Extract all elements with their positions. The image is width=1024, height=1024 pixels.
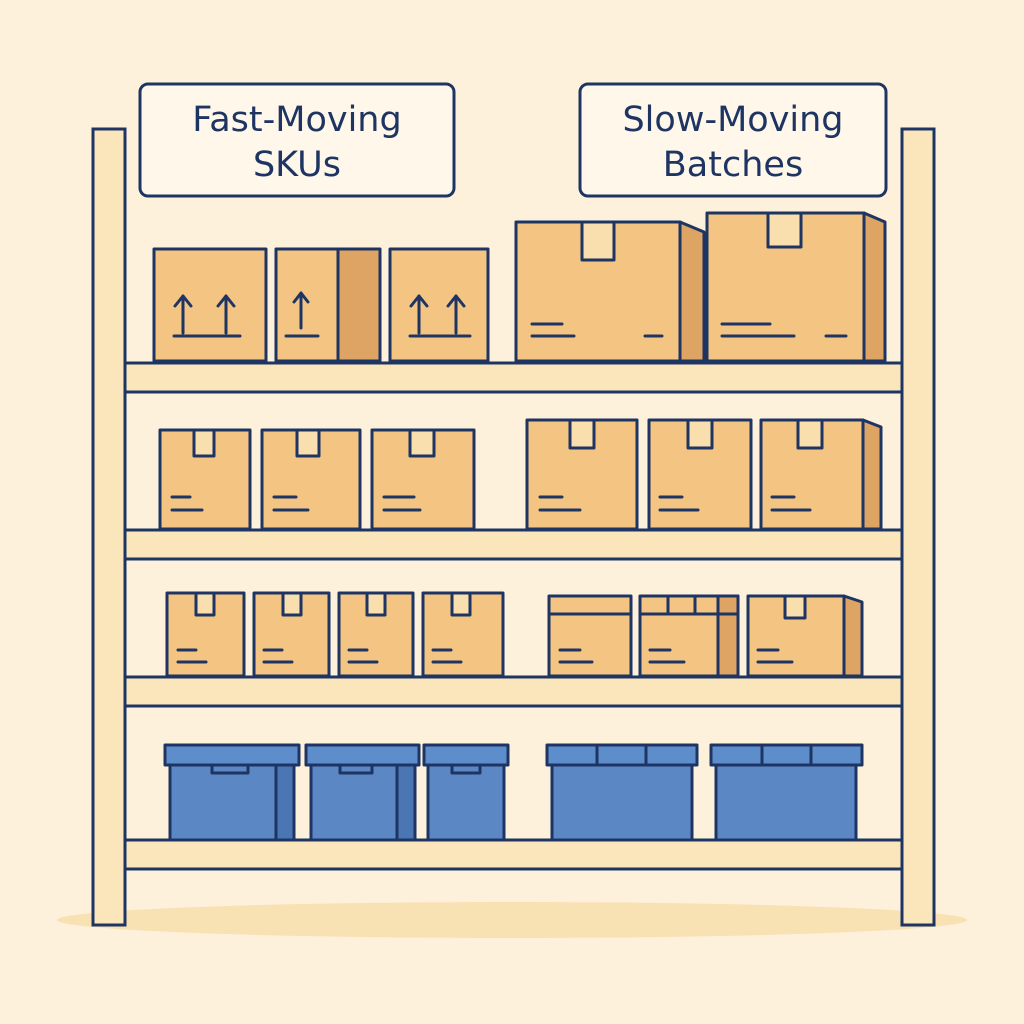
small-carton (252, 591, 331, 678)
storage-bin (163, 743, 301, 842)
flat-carton (547, 594, 633, 678)
small-carton (337, 591, 415, 678)
fragile-carton (152, 247, 268, 363)
large-carton (705, 211, 887, 363)
carton (647, 418, 753, 531)
row-1-cartons (152, 211, 887, 363)
row-4-bins (163, 743, 864, 842)
storage-bin (304, 743, 421, 842)
row-3-cartons (165, 591, 864, 678)
shelf-board-2 (123, 528, 904, 561)
up-arrow-icon (173, 294, 236, 335)
shelf-board-4 (123, 838, 904, 871)
shelf-board-3 (123, 675, 904, 708)
shelf-boards (123, 361, 904, 871)
fast-sign-line2: SKUs (253, 145, 341, 185)
slow-sign-line2: Batches (663, 145, 803, 185)
storage-bin (422, 743, 510, 842)
storage-bin (545, 743, 699, 842)
up-arrow-icon (292, 291, 310, 330)
slow-sign-line1: Slow-Moving (622, 100, 843, 140)
carton (525, 418, 639, 531)
row-2-cartons (158, 418, 883, 531)
right-upright (900, 127, 936, 927)
large-carton (514, 220, 706, 363)
fast-sign-line1: Fast-Moving (192, 100, 401, 140)
fragile-carton (274, 247, 382, 363)
slow-moving-sign: Slow-Moving Batches (578, 82, 888, 198)
carton (158, 428, 252, 531)
taped-carton (638, 594, 740, 678)
carton (260, 428, 362, 531)
up-arrow-icon (409, 294, 466, 335)
carton (759, 418, 883, 531)
left-upright (91, 127, 127, 927)
shelf-board-1 (123, 361, 904, 394)
small-carton (421, 591, 505, 678)
fragile-carton (388, 247, 490, 363)
small-carton (746, 594, 864, 678)
storage-bin (709, 743, 864, 842)
fast-moving-sign: Fast-Moving SKUs (138, 82, 456, 198)
floor-shadow (57, 902, 967, 938)
carton (370, 428, 476, 531)
small-carton (165, 591, 246, 678)
